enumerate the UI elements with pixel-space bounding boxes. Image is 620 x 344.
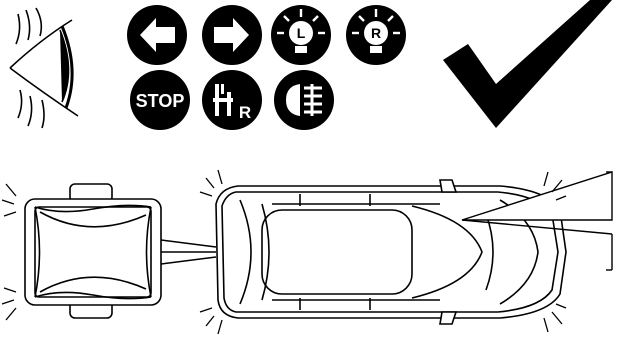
right-lamp-indicator-icon: R xyxy=(346,5,406,65)
stop-sign-icon: STOP xyxy=(130,70,190,130)
lamp-letter-r: R xyxy=(371,25,381,41)
check-mark-icon xyxy=(443,0,612,128)
left-turn-arrow-icon xyxy=(127,5,187,65)
hitch-letter-r: R xyxy=(239,103,251,122)
left-lamp-indicator-icon: L xyxy=(271,5,331,65)
stop-label: STOP xyxy=(136,91,185,111)
fog-lamp-icon xyxy=(274,70,334,130)
lamp-letter-l: L xyxy=(297,25,306,41)
trailer-hitch-icon: R xyxy=(202,70,262,130)
car-illustration xyxy=(200,170,612,334)
eye-icon xyxy=(10,8,78,128)
right-turn-arrow-icon xyxy=(202,5,262,65)
trailer-illustration xyxy=(2,184,216,320)
